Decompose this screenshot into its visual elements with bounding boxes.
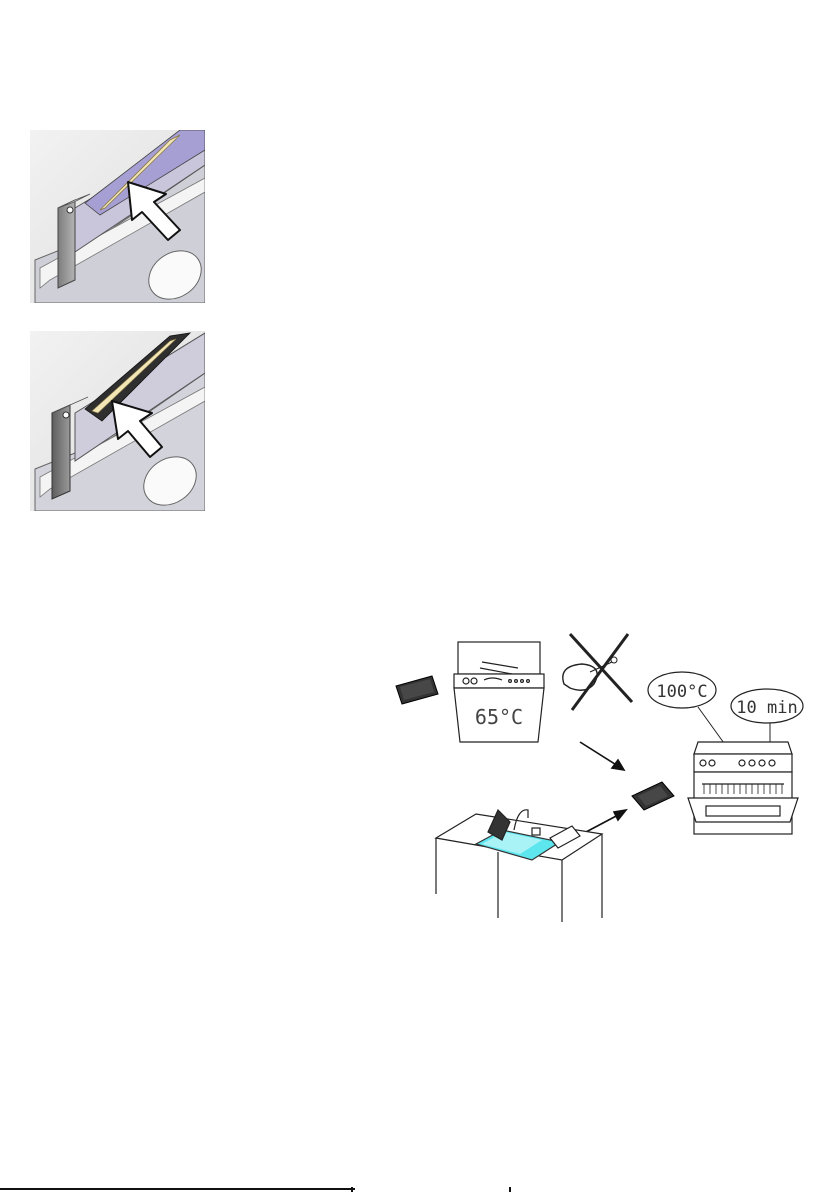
filter-cleaning-illustration: 65°C 100°C 10 min (392, 632, 824, 922)
carbon-filter-pad-icon (632, 782, 674, 810)
no-scrubbing-icon (563, 634, 632, 710)
oven-time: 10 min (736, 698, 797, 718)
dishwasher-temperature: 65°C (475, 705, 523, 729)
oven-icon (688, 742, 798, 834)
filter-insert-illustration-bottom (30, 331, 205, 511)
oven-temperature: 100°C (656, 682, 707, 702)
footer-tick (509, 1187, 511, 1192)
sink-icon (436, 810, 602, 922)
footer-tick (351, 1187, 353, 1192)
carbon-filter-pad-icon (396, 676, 438, 704)
flow-arrow-icon (580, 742, 626, 832)
footer-divider (0, 1188, 355, 1190)
filter-insert-illustration-top (30, 130, 205, 303)
